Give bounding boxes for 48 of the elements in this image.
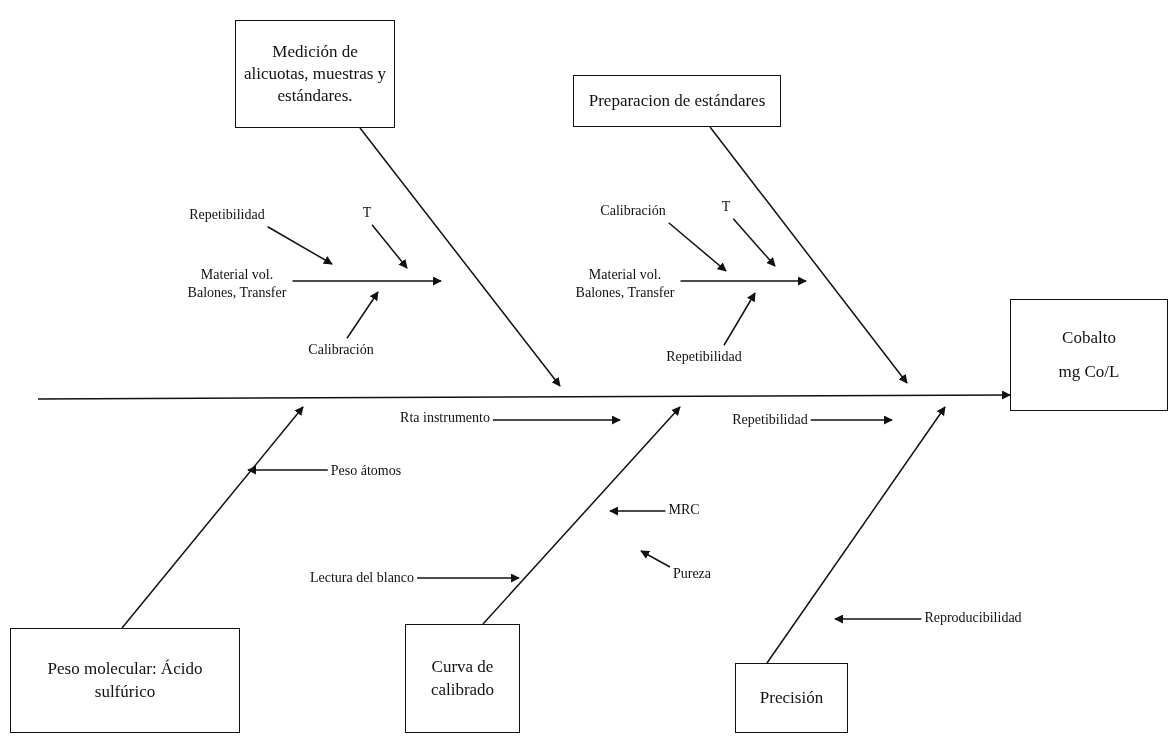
arrow — [667, 222, 727, 272]
category-label: Curva de calibrado — [429, 656, 496, 701]
category-box — [735, 663, 848, 733]
arrow — [640, 550, 671, 568]
arrow — [291, 276, 442, 286]
category-label: Peso molecular: Ácido sulfúrico — [46, 658, 204, 703]
category-label: Preparacion de estándares — [587, 89, 767, 112]
cause-label: Reproducibilidad — [924, 609, 1022, 627]
arrow — [766, 406, 946, 664]
category-box — [1010, 299, 1168, 411]
category-box — [405, 624, 520, 733]
cause-label: Calibración — [600, 202, 666, 220]
cause-label: Rta instrumento — [400, 409, 490, 427]
spine-arrow — [37, 390, 1011, 400]
cause-label: MRC — [668, 501, 700, 519]
category-box — [573, 75, 781, 127]
category-box — [10, 628, 240, 733]
cause-label: Repetibilidad — [189, 206, 265, 224]
arrow — [609, 506, 667, 516]
cause-label: Material vol. Balones, Transfer — [184, 265, 290, 301]
cause-label: Peso átomos — [330, 462, 402, 480]
cause-label: Pureza — [672, 565, 712, 583]
cause-label: Material vol. Balones, Transfer — [572, 265, 678, 301]
arrow — [416, 573, 520, 583]
arrow — [709, 126, 908, 384]
cause-label: T — [721, 198, 731, 216]
arrow — [679, 276, 807, 286]
category-box — [235, 20, 395, 128]
arrow — [732, 218, 776, 267]
arrow — [492, 415, 621, 425]
cause-label: T — [362, 204, 372, 222]
arrow — [482, 406, 681, 625]
cause-label: Repetibilidad — [666, 348, 742, 366]
arrow — [359, 127, 561, 387]
cause-label: Repetibilidad — [732, 411, 808, 429]
arrow — [121, 406, 304, 629]
arrow — [809, 415, 893, 425]
category-label: Cobalto mg Co/L — [1057, 327, 1121, 383]
cause-label: Lectura del blanco — [309, 569, 415, 587]
cause-label: Calibración — [308, 341, 374, 359]
arrow — [834, 614, 923, 624]
arrow — [266, 226, 333, 265]
arrow — [247, 465, 329, 475]
category-label: Precisión — [758, 686, 825, 709]
category-label: Medición de alicuotas, muestras y estándares. — [242, 40, 388, 108]
arrow — [346, 291, 379, 339]
arrow — [371, 224, 408, 269]
arrow — [723, 292, 756, 346]
